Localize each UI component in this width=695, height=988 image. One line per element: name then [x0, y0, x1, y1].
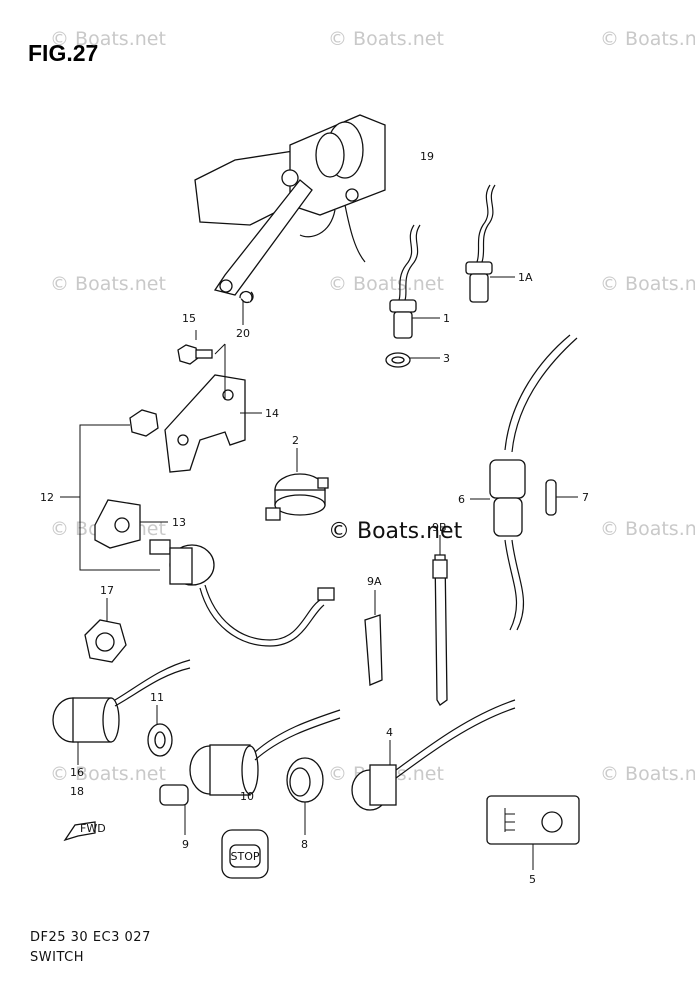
callout-labels: 19 1A 1 3 20 15 14 2 12 13 6 7 9B 9A 17 …	[40, 150, 589, 886]
callout-10: 10	[240, 790, 254, 803]
part-14-bracket	[164, 374, 246, 473]
callout-4: 4	[386, 726, 393, 739]
part-5-plate	[486, 795, 580, 845]
part-1-sensor	[385, 224, 421, 368]
callout-12: 12	[40, 491, 54, 504]
part-1A-sensor	[465, 184, 496, 303]
callout-1A: 1A	[518, 271, 533, 284]
watermark: © Boats.net	[328, 28, 444, 50]
callout-16: 16	[70, 766, 84, 779]
part-16-switch	[52, 659, 191, 743]
stop-plate: STOP	[221, 829, 269, 879]
callout-9A: 9A	[367, 575, 382, 588]
callout-13: 13	[172, 516, 186, 529]
callout-15: 15	[182, 312, 196, 325]
callout-14: 14	[265, 407, 279, 420]
callout-9B: 9B	[432, 521, 447, 534]
part-6-connector	[489, 334, 578, 631]
part-11-washer	[147, 723, 173, 757]
callout-3: 3	[443, 352, 450, 365]
callout-9: 9	[182, 838, 189, 851]
callout-1: 1	[443, 312, 450, 325]
part-8-grommet	[286, 757, 324, 803]
callout-19: 19	[420, 150, 434, 163]
footer-name: SWITCH	[30, 950, 84, 965]
callout-11: 11	[150, 691, 164, 704]
leader-lines	[60, 276, 578, 870]
fwd-arrow-icon: FWD	[63, 821, 106, 842]
part-4-lamp	[351, 699, 516, 811]
part-12-switch-assembly	[94, 409, 335, 647]
watermark: © Boats.net	[328, 273, 444, 295]
part-15-bolt	[177, 344, 213, 365]
part-20-clip	[239, 290, 253, 303]
callout-6: 6	[458, 493, 465, 506]
callout-20: 20	[236, 327, 250, 340]
watermark: © Boats.net	[600, 763, 695, 785]
watermark: © Boats.net	[50, 28, 166, 50]
fwd-text: FWD	[80, 822, 106, 835]
part-2-switch	[265, 473, 329, 521]
callout-7: 7	[582, 491, 589, 504]
watermark: © Boats.net	[600, 273, 695, 295]
part-9B-tie	[432, 554, 448, 706]
callout-5: 5	[529, 873, 536, 886]
figure-title: FIG.27	[28, 40, 99, 66]
part-10-switch	[159, 709, 341, 806]
callout-18: 18	[70, 785, 84, 798]
footer-code: DF25 30 EC3 027	[30, 930, 151, 945]
callout-2: 2	[292, 434, 299, 447]
part-17-nut	[84, 619, 127, 663]
watermark: © Boats.net	[50, 273, 166, 295]
watermark: © Boats.net	[50, 763, 166, 785]
part-19-solenoid-lever	[194, 114, 386, 304]
stop-plate-text: STOP	[231, 850, 260, 863]
part-7-fuse	[545, 479, 557, 516]
watermark: © Boats.net	[600, 28, 695, 50]
callout-8: 8	[301, 838, 308, 851]
callout-17: 17	[100, 584, 114, 597]
part-9A-clip	[364, 614, 383, 686]
watermark: © Boats.net	[600, 518, 695, 540]
